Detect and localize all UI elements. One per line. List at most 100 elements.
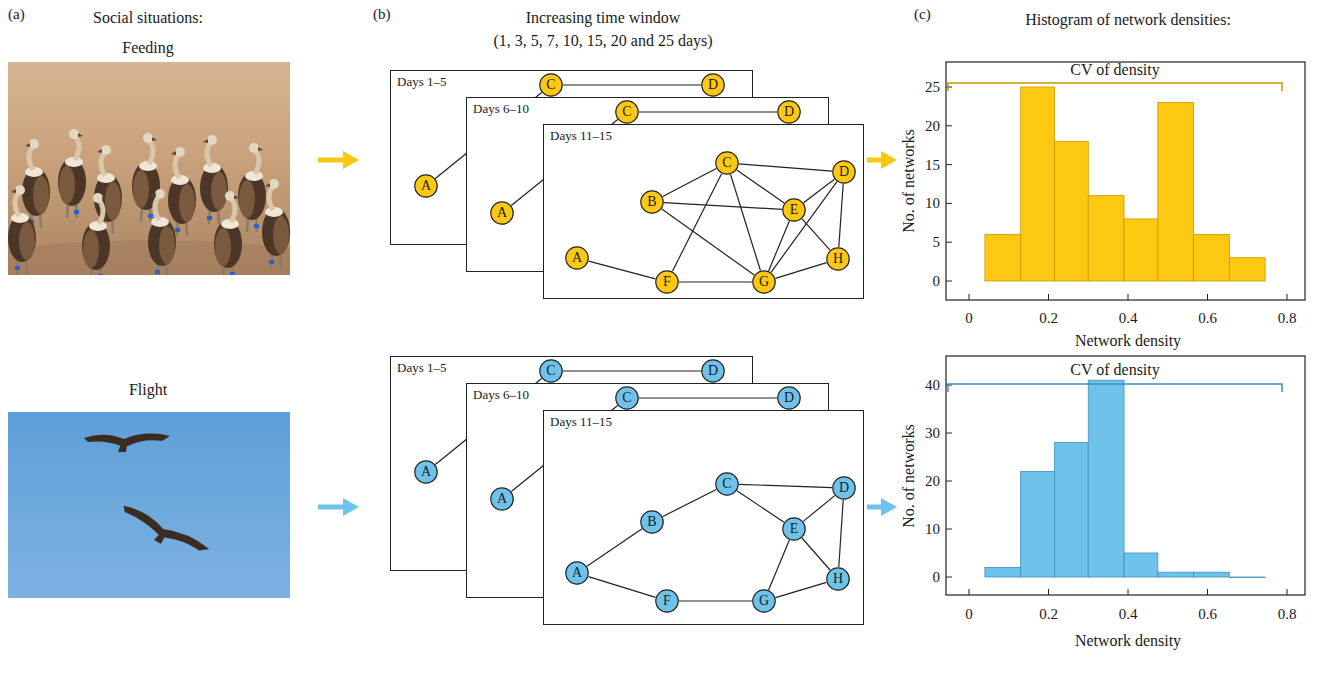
axes-frame <box>946 356 1305 595</box>
vulture-figure <box>168 176 196 224</box>
edge-layer <box>544 411 863 624</box>
flow-arrow <box>867 505 883 510</box>
tick-label: 5 <box>933 234 941 251</box>
network-edge <box>775 263 826 279</box>
vulture-figure <box>207 142 211 166</box>
individual-id: A <box>497 206 507 220</box>
node-circle-shape <box>491 488 513 510</box>
vulture-figure <box>133 170 149 208</box>
axis-tick <box>1048 294 1049 300</box>
node-circle-shape <box>716 473 738 495</box>
vulture-figure <box>262 208 290 256</box>
individual-id: A <box>572 566 582 580</box>
vulture-figure <box>15 266 20 270</box>
axis-tick <box>1287 294 1288 300</box>
individual-node: D <box>701 73 725 97</box>
vulture-figure <box>148 214 153 218</box>
tick-label: 40 <box>925 377 940 393</box>
node-circle-shape <box>616 101 638 123</box>
vulture-figure <box>58 158 86 206</box>
network-edge <box>588 577 655 598</box>
vulture-figure <box>82 222 110 270</box>
tick-label: 25 <box>925 79 940 95</box>
tick-label: 10 <box>925 195 940 212</box>
tick-label: 0.2 <box>1039 310 1058 327</box>
vulture-figure <box>101 152 105 176</box>
tick-label: 0.6 <box>1198 606 1217 623</box>
individual-id: A <box>497 492 507 506</box>
individual-id: C <box>722 477 731 491</box>
panel-heading: Histogram of network densities: <box>1025 11 1231 28</box>
individual-id: B <box>647 195 656 209</box>
tick-label: 10 <box>925 521 940 538</box>
vulture-figure <box>8 214 36 262</box>
node-circle-shape <box>641 511 663 533</box>
network-edge <box>563 84 701 85</box>
vulture-figure <box>230 272 235 275</box>
vulture-figure <box>69 129 79 139</box>
vulture-figure <box>171 151 176 155</box>
individual-id: D <box>784 105 794 119</box>
histogram-bar <box>1124 553 1158 577</box>
edge-layer <box>544 125 863 298</box>
flow-arrow <box>343 498 359 516</box>
node-circle-shape <box>702 360 724 382</box>
vulture-figure <box>59 166 75 204</box>
axis-tick <box>946 529 952 530</box>
vulture-figure <box>265 183 270 187</box>
individual-id: G <box>759 275 769 289</box>
flow-arrow <box>867 158 883 163</box>
tick-label: 0 <box>965 606 973 622</box>
tick-label: 0 <box>965 606 973 623</box>
vulture-figure <box>159 226 175 264</box>
soaring-vulture <box>84 434 210 565</box>
node-circle-shape <box>540 360 562 382</box>
histogram-bar <box>1124 219 1158 281</box>
soaring-vulture <box>84 434 170 446</box>
axis-tick <box>1048 589 1049 595</box>
axis-title: No. of networks <box>900 129 918 233</box>
network-edge <box>663 169 717 197</box>
feeding-photo <box>0 62 320 284</box>
vulture-figure <box>149 140 153 164</box>
node-circle-shape <box>656 271 678 293</box>
vulture-figure <box>11 189 16 193</box>
individual-node: A <box>414 460 438 484</box>
tick-label: 0.4 <box>1119 310 1138 327</box>
node-circle-shape <box>702 74 724 96</box>
node-circle-shape <box>566 247 588 269</box>
tick-label: 40 <box>925 377 940 394</box>
network-edge <box>739 484 832 487</box>
situation-name: Flight <box>129 381 167 399</box>
vulture-figure <box>234 195 239 199</box>
time-window-label: Days 11–15 <box>550 128 612 143</box>
vulture-figure <box>75 136 79 160</box>
network-edge <box>802 219 830 250</box>
individual-id: C <box>546 78 555 92</box>
axis-tick <box>1287 589 1288 595</box>
individual-node: D <box>701 359 725 383</box>
situation-name: Feeding <box>122 39 174 56</box>
individual-id: H <box>833 252 843 266</box>
node-circle-shape <box>491 202 513 224</box>
individual-node: A <box>565 246 589 270</box>
panel-letter: (a) <box>8 6 25 22</box>
vulture-figure <box>273 216 289 254</box>
vulture-figure <box>132 133 160 222</box>
vulture-figure <box>211 172 227 210</box>
axis-tick <box>946 577 952 578</box>
tick-label: 15 <box>925 156 940 173</box>
individual-node: D <box>832 160 856 184</box>
vulture-figure <box>99 200 103 224</box>
histogram-panel <box>946 62 1305 300</box>
axes-frame <box>946 62 1305 300</box>
individual-id: C <box>546 364 555 378</box>
network-edge <box>839 500 843 567</box>
network-edge <box>639 397 777 398</box>
individual-id: C <box>622 105 631 119</box>
tick-label: 0.4 <box>1119 310 1138 326</box>
flight-photo <box>8 412 290 598</box>
node-circle-shape <box>415 461 437 483</box>
vulture-figure <box>203 139 208 143</box>
axis-tick <box>946 87 952 88</box>
